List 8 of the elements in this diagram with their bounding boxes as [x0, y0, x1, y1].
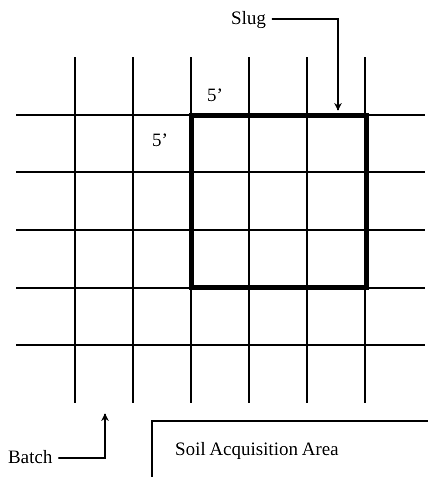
dimension-label: 5’ — [207, 85, 223, 107]
sample-area-outline — [189, 113, 369, 290]
leader-arrow — [58, 413, 109, 459]
callout-label: Slug — [231, 8, 266, 30]
leader-arrow — [272, 18, 342, 111]
area-label-box — [151, 420, 428, 477]
area-title: Soil Acquisition Area — [175, 439, 339, 461]
dimension-label: 5’ — [152, 130, 168, 152]
